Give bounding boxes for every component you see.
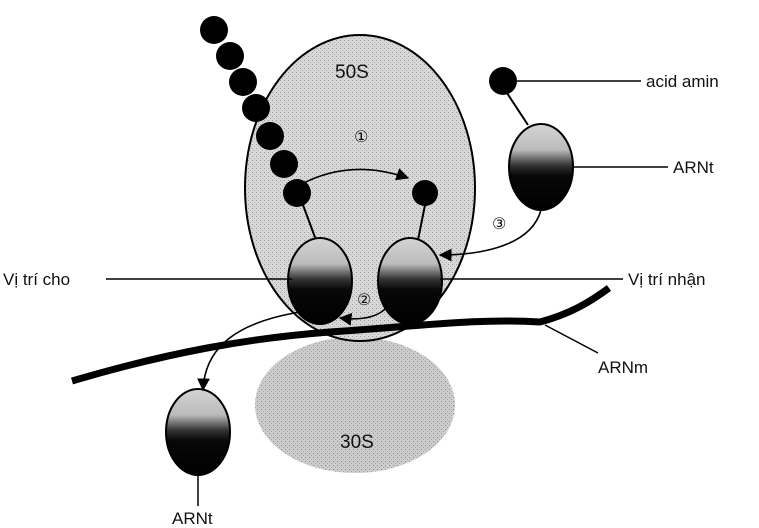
small-subunit-30s bbox=[255, 337, 455, 473]
trna-exiting-label: ARNt bbox=[172, 509, 213, 528]
amino-acid-bead bbox=[229, 68, 257, 96]
mrna-label: ARNm bbox=[598, 358, 648, 377]
exit-arrow bbox=[197, 311, 301, 392]
amino-acid-bead bbox=[270, 150, 298, 178]
amino-acid-bead bbox=[200, 16, 228, 44]
polypeptide-chain bbox=[200, 16, 311, 207]
small-subunit-label: 30S bbox=[340, 432, 374, 453]
trna-incoming-label: ARNt bbox=[673, 158, 714, 177]
step2-arrow bbox=[338, 305, 389, 326]
mrna-leader bbox=[544, 324, 599, 354]
donor-trna-stem bbox=[302, 204, 317, 241]
mrna-strand bbox=[71, 285, 612, 385]
amino-acid-bead bbox=[283, 179, 311, 207]
donor-trna bbox=[287, 237, 353, 325]
large-subunit-label: 50S bbox=[335, 62, 369, 83]
step2-marker: ② bbox=[357, 290, 371, 309]
amino-acid-bead bbox=[256, 122, 284, 150]
acceptor-trna bbox=[377, 237, 443, 325]
donor-site-label: Vị trí cho bbox=[3, 270, 70, 289]
step3-arrow bbox=[438, 209, 542, 262]
incoming-trna bbox=[508, 123, 574, 211]
incoming-trna-stem bbox=[506, 92, 529, 126]
incoming-amino-acid bbox=[489, 67, 517, 95]
step1-marker: ① bbox=[354, 127, 368, 146]
step1-arrow bbox=[299, 168, 410, 186]
acceptor-trna-stem bbox=[417, 204, 426, 241]
amino-acid-bead bbox=[242, 94, 270, 122]
amino-acid-label: acid amin bbox=[646, 72, 719, 91]
amino-acid-bead bbox=[216, 42, 244, 70]
acceptor-amino-acid bbox=[412, 180, 438, 206]
acceptor-site-label: Vị trí nhận bbox=[628, 270, 706, 289]
exiting-trna bbox=[165, 388, 231, 476]
step3-marker: ③ bbox=[492, 214, 506, 233]
